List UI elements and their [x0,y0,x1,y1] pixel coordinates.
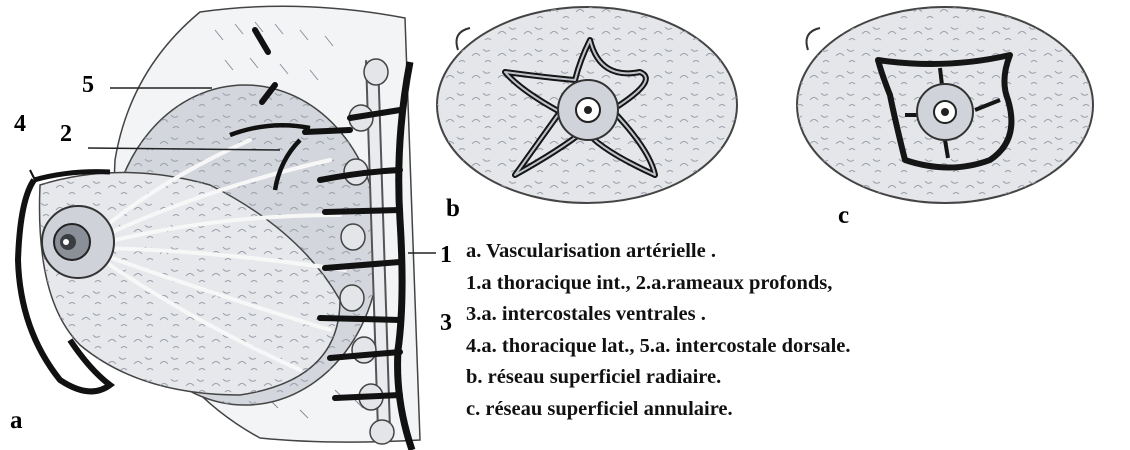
panel-label-a: a [10,408,23,433]
legend-line: c. réseau superficiel annulaire. [466,394,851,426]
callout-4: 4 [14,112,26,136]
callout-3: 3 [440,311,452,335]
legend-line: 4.a. thoracique lat., 5.a. intercostale … [466,331,851,363]
legend-line: 3.a. intercostales ventrales . [466,299,851,331]
callout-2: 2 [60,122,72,146]
legend-line: b. réseau superficiel radiaire. [466,362,851,394]
legend-line: a. Vascularisation artérielle . [466,236,851,268]
callout-5: 5 [82,73,94,97]
panel-label-c: c [838,203,849,228]
figure-legend: a. Vascularisation artérielle . 1.a thor… [466,236,851,425]
panel-label-b: b [446,196,460,221]
legend-line: 1.a thoracique int., 2.a.rameaux profond… [466,268,851,300]
panel-a-drawing [18,6,436,450]
callout-1: 1 [440,243,452,267]
panel-b-drawing [437,7,737,203]
panel-c-drawing [797,7,1093,203]
